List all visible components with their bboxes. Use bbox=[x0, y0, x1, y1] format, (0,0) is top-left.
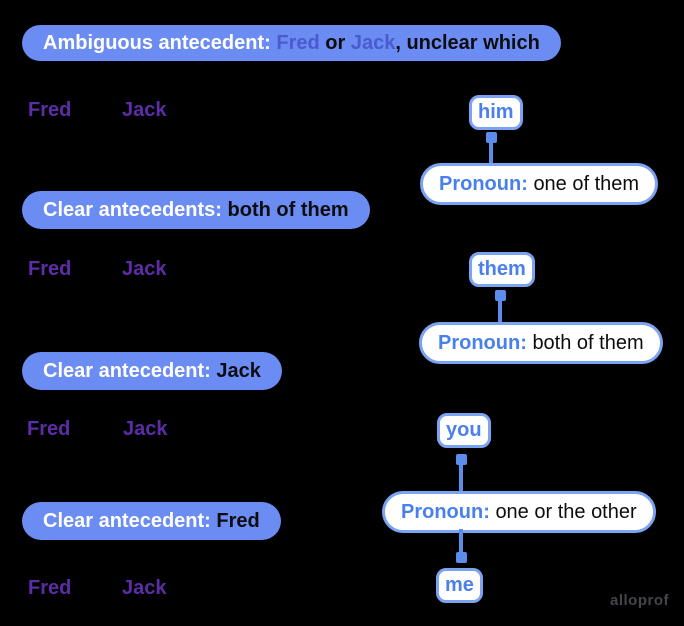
connector-arrow-square-you bbox=[456, 454, 467, 465]
connector-line-him bbox=[489, 135, 493, 165]
connector-arrow-square-them bbox=[495, 290, 506, 301]
banner-prefix: Ambiguous antecedent: bbox=[43, 31, 271, 54]
antecedent-fred-row4: Fred bbox=[28, 577, 72, 599]
pronoun-word: me bbox=[445, 574, 474, 596]
pronoun-callout-3: Pronoun: one or the other bbox=[382, 491, 656, 533]
antecedent-fred-row2: Fred bbox=[28, 258, 72, 280]
banner-suffix: , unclear which bbox=[395, 31, 540, 54]
connector-line-you bbox=[459, 457, 463, 493]
title-banner: Ambiguous antecedent: Fred or Jack, uncl… bbox=[22, 25, 561, 61]
pronoun-word: him bbox=[478, 101, 514, 123]
pronoun-callout-1: Pronoun: one of them bbox=[420, 163, 659, 205]
callout-value: one or the other bbox=[495, 500, 637, 523]
pill-label: Clear antecedents: bbox=[43, 198, 222, 221]
label-pill-both: Clear antecedents: both of them bbox=[22, 191, 370, 229]
pill-value: Jack bbox=[216, 359, 261, 382]
connector-arrow-square-him bbox=[486, 132, 497, 143]
antecedent-jack-row1: Jack bbox=[122, 99, 167, 121]
banner-conjunction: or bbox=[325, 31, 346, 54]
pronoun-box-him: him bbox=[469, 95, 523, 130]
callout-value: both of them bbox=[532, 331, 644, 354]
antecedent-jack-row2: Jack bbox=[122, 258, 167, 280]
pronoun-box-them: them bbox=[469, 252, 535, 287]
antecedent-fred-row3: Fred bbox=[27, 418, 71, 440]
pill-value: both of them bbox=[227, 198, 349, 221]
label-pill-jack: Clear antecedent: Jack bbox=[22, 352, 282, 390]
antecedent-fred-row1: Fred bbox=[28, 99, 72, 121]
callout-label: Pronoun: bbox=[439, 172, 528, 195]
antecedent-jack-row3: Jack bbox=[123, 418, 168, 440]
pill-value: Fred bbox=[216, 509, 260, 532]
callout-label: Pronoun: bbox=[401, 500, 490, 523]
callout-value: one of them bbox=[533, 172, 640, 195]
pill-label: Clear antecedent: bbox=[43, 359, 211, 382]
antecedent-jack-row4: Jack bbox=[122, 577, 167, 599]
pill-label: Clear antecedent: bbox=[43, 509, 211, 532]
callout-label: Pronoun: bbox=[438, 331, 527, 354]
banner-name-fred: Fred bbox=[276, 31, 320, 54]
alloprof-logo: alloprof bbox=[610, 592, 669, 609]
connector-arrow-square-me bbox=[456, 552, 467, 563]
pronoun-callout-2: Pronoun: both of them bbox=[419, 322, 663, 364]
pronoun-word: you bbox=[446, 419, 482, 441]
pronoun-word: them bbox=[478, 258, 526, 280]
pronoun-box-you: you bbox=[437, 413, 491, 448]
connector-line-me bbox=[459, 529, 463, 557]
banner-name-jack: Jack bbox=[350, 31, 396, 54]
connector-line-them bbox=[498, 293, 502, 324]
pronoun-box-me: me bbox=[436, 568, 483, 603]
label-pill-fred: Clear antecedent: Fred bbox=[22, 502, 281, 540]
